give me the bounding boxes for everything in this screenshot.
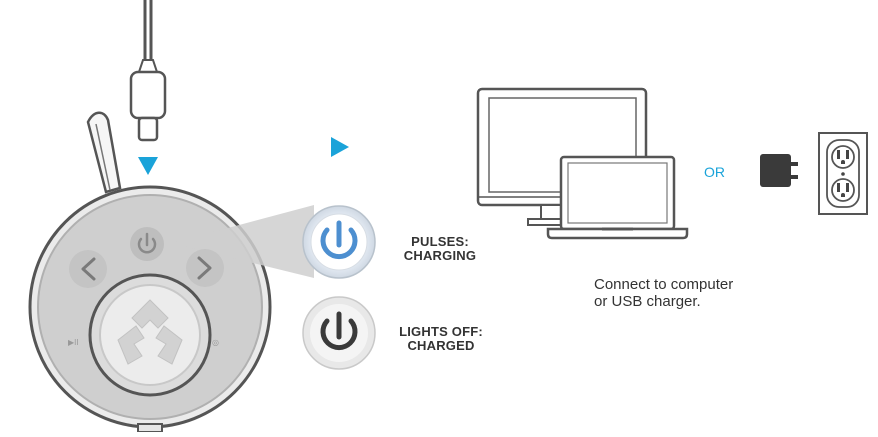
laptop-icon <box>546 155 689 240</box>
svg-text:▶II: ▶II <box>68 338 79 347</box>
usb-wall-charger-icon <box>760 154 798 187</box>
status-charging-line-2: CHARGING <box>403 248 477 263</box>
power-pulse-icon <box>302 205 376 279</box>
arrow-down-icon <box>138 157 158 175</box>
or-label: OR <box>704 164 725 180</box>
connect-instructions: Connect to computer or USB charger. <box>594 276 814 310</box>
usb-c-cable-icon <box>129 0 167 142</box>
connect-instructions-line-2: or USB charger. <box>594 293 701 310</box>
arrow-right-icon <box>331 137 349 157</box>
wall-outlet-icon <box>818 132 868 215</box>
status-charging-line-1: PULSES: <box>411 234 469 249</box>
status-charged-label: LIGHTS OFF: CHARGED <box>384 325 498 353</box>
speaker-device-icon: ▶II ◎ <box>28 111 314 433</box>
connect-instructions-line-1: Connect to computer <box>594 276 734 293</box>
power-off-icon <box>302 296 376 370</box>
status-charging-label: PULSES: CHARGING <box>388 235 492 263</box>
status-charged-line-1: LIGHTS OFF: <box>399 324 483 339</box>
status-charged-line-2: CHARGED <box>407 338 475 353</box>
monitor-icon <box>476 87 648 226</box>
svg-text:◎: ◎ <box>212 338 219 347</box>
